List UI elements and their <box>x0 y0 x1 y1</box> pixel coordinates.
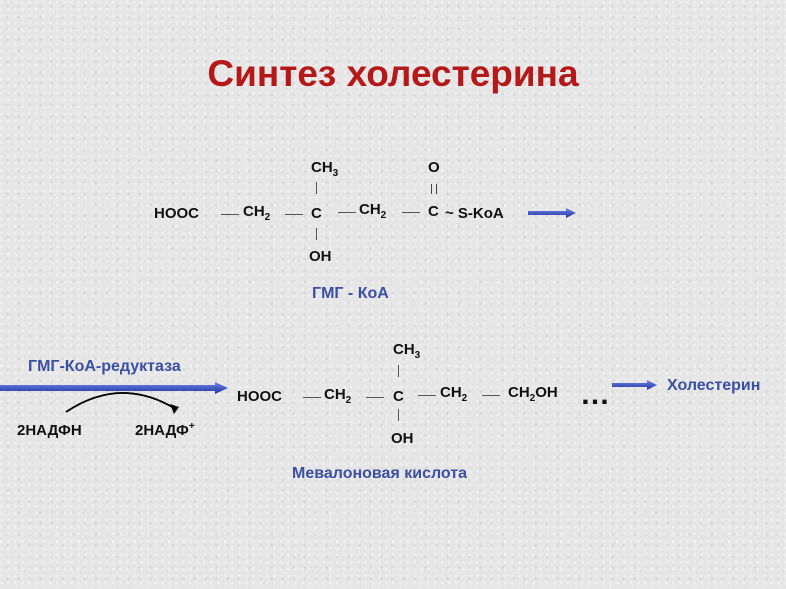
hmg-ch2-second-subscript: 2 <box>380 210 387 221</box>
mev-ch2-first-subscript: 2 <box>345 395 352 406</box>
mev-ch3-group: CH3 <box>393 341 420 361</box>
mev-oh: OH <box>391 430 414 447</box>
mev-hooc: HOOC <box>237 388 282 405</box>
mev-bond-2 <box>366 397 384 398</box>
hmg-bond-oh <box>316 228 317 240</box>
hmg-double-bond <box>431 184 437 194</box>
mev-bond-oh <box>398 409 399 421</box>
hmg-s-koa: ~ S-KoA <box>445 205 504 222</box>
cofactor-nadp-text: 2НАДФ <box>135 422 189 439</box>
mev-bond-4 <box>482 395 500 396</box>
enzyme-label: ГМГ-КоА-редуктаза <box>28 358 181 375</box>
hmg-ch2-first-text: CH <box>243 203 265 220</box>
hmg-bond-3 <box>338 212 356 213</box>
hmg-ch2-second-text: CH <box>359 201 381 218</box>
mev-ellipsis: … <box>580 378 610 411</box>
hmg-ch3-text: CH <box>311 159 333 176</box>
mev-ch2oh-ch: CH <box>508 384 530 401</box>
mev-central-carbon: C <box>393 388 404 405</box>
hmg-ch2-second: CH2 <box>359 201 386 221</box>
hmg-bond-1 <box>221 214 239 215</box>
mev-ch2-second-subscript: 2 <box>461 393 468 404</box>
hmg-ch3-subscript: 3 <box>332 168 339 179</box>
cofactor-nadph: 2НАДФН <box>17 422 82 439</box>
hmg-carbonyl-oxygen: O <box>428 159 440 176</box>
hmg-bond-ch3 <box>316 182 317 194</box>
mev-ch2oh-oh: OH <box>535 384 558 401</box>
mev-ch2-second: CH2 <box>440 384 467 404</box>
mev-ch3-text: CH <box>393 341 415 358</box>
arrow-hmg-forward <box>528 208 576 218</box>
cholesterol-label: Холестерин <box>667 377 761 394</box>
mev-ch2-second-text: CH <box>440 384 462 401</box>
mevalonate-label: Мевалоновая кислота <box>292 465 468 482</box>
mev-bond-3 <box>418 395 436 396</box>
hmg-ch2-first-subscript: 2 <box>264 212 271 223</box>
cofactor-nadp-superscript: + <box>188 421 195 432</box>
hmg-coa-label: ГМГ - КоА <box>312 285 389 302</box>
mev-ch2oh: CH2OH <box>508 384 558 404</box>
hmg-ch2-first: CH2 <box>243 203 270 223</box>
hmg-central-carbon: C <box>311 205 322 222</box>
hmg-bond-2 <box>285 214 303 215</box>
cofactor-nadp: 2НАДФ+ <box>135 421 195 439</box>
hmg-oh: OH <box>309 248 332 265</box>
arrow-reductase <box>0 382 228 394</box>
slide-title: Синтез холестерина <box>207 53 579 94</box>
mev-ch2-first: CH2 <box>324 386 351 406</box>
mev-ch3-subscript: 3 <box>414 350 421 361</box>
arrow-to-cholesterol <box>612 380 657 390</box>
hmg-ch3-group: CH3 <box>311 159 338 179</box>
mev-ch2-first-text: CH <box>324 386 346 403</box>
cofactor-curved-arrow <box>65 392 175 413</box>
cofactor-curved-arrowhead <box>170 404 179 414</box>
mev-bond-1 <box>303 397 321 398</box>
mev-ch2oh-subscript: 2 <box>529 393 536 404</box>
mev-bond-ch3 <box>398 365 399 377</box>
hmg-bond-4 <box>402 212 420 213</box>
hmg-hooc: HOOC <box>154 205 199 222</box>
hmg-carbonyl-carbon: C <box>428 203 439 220</box>
